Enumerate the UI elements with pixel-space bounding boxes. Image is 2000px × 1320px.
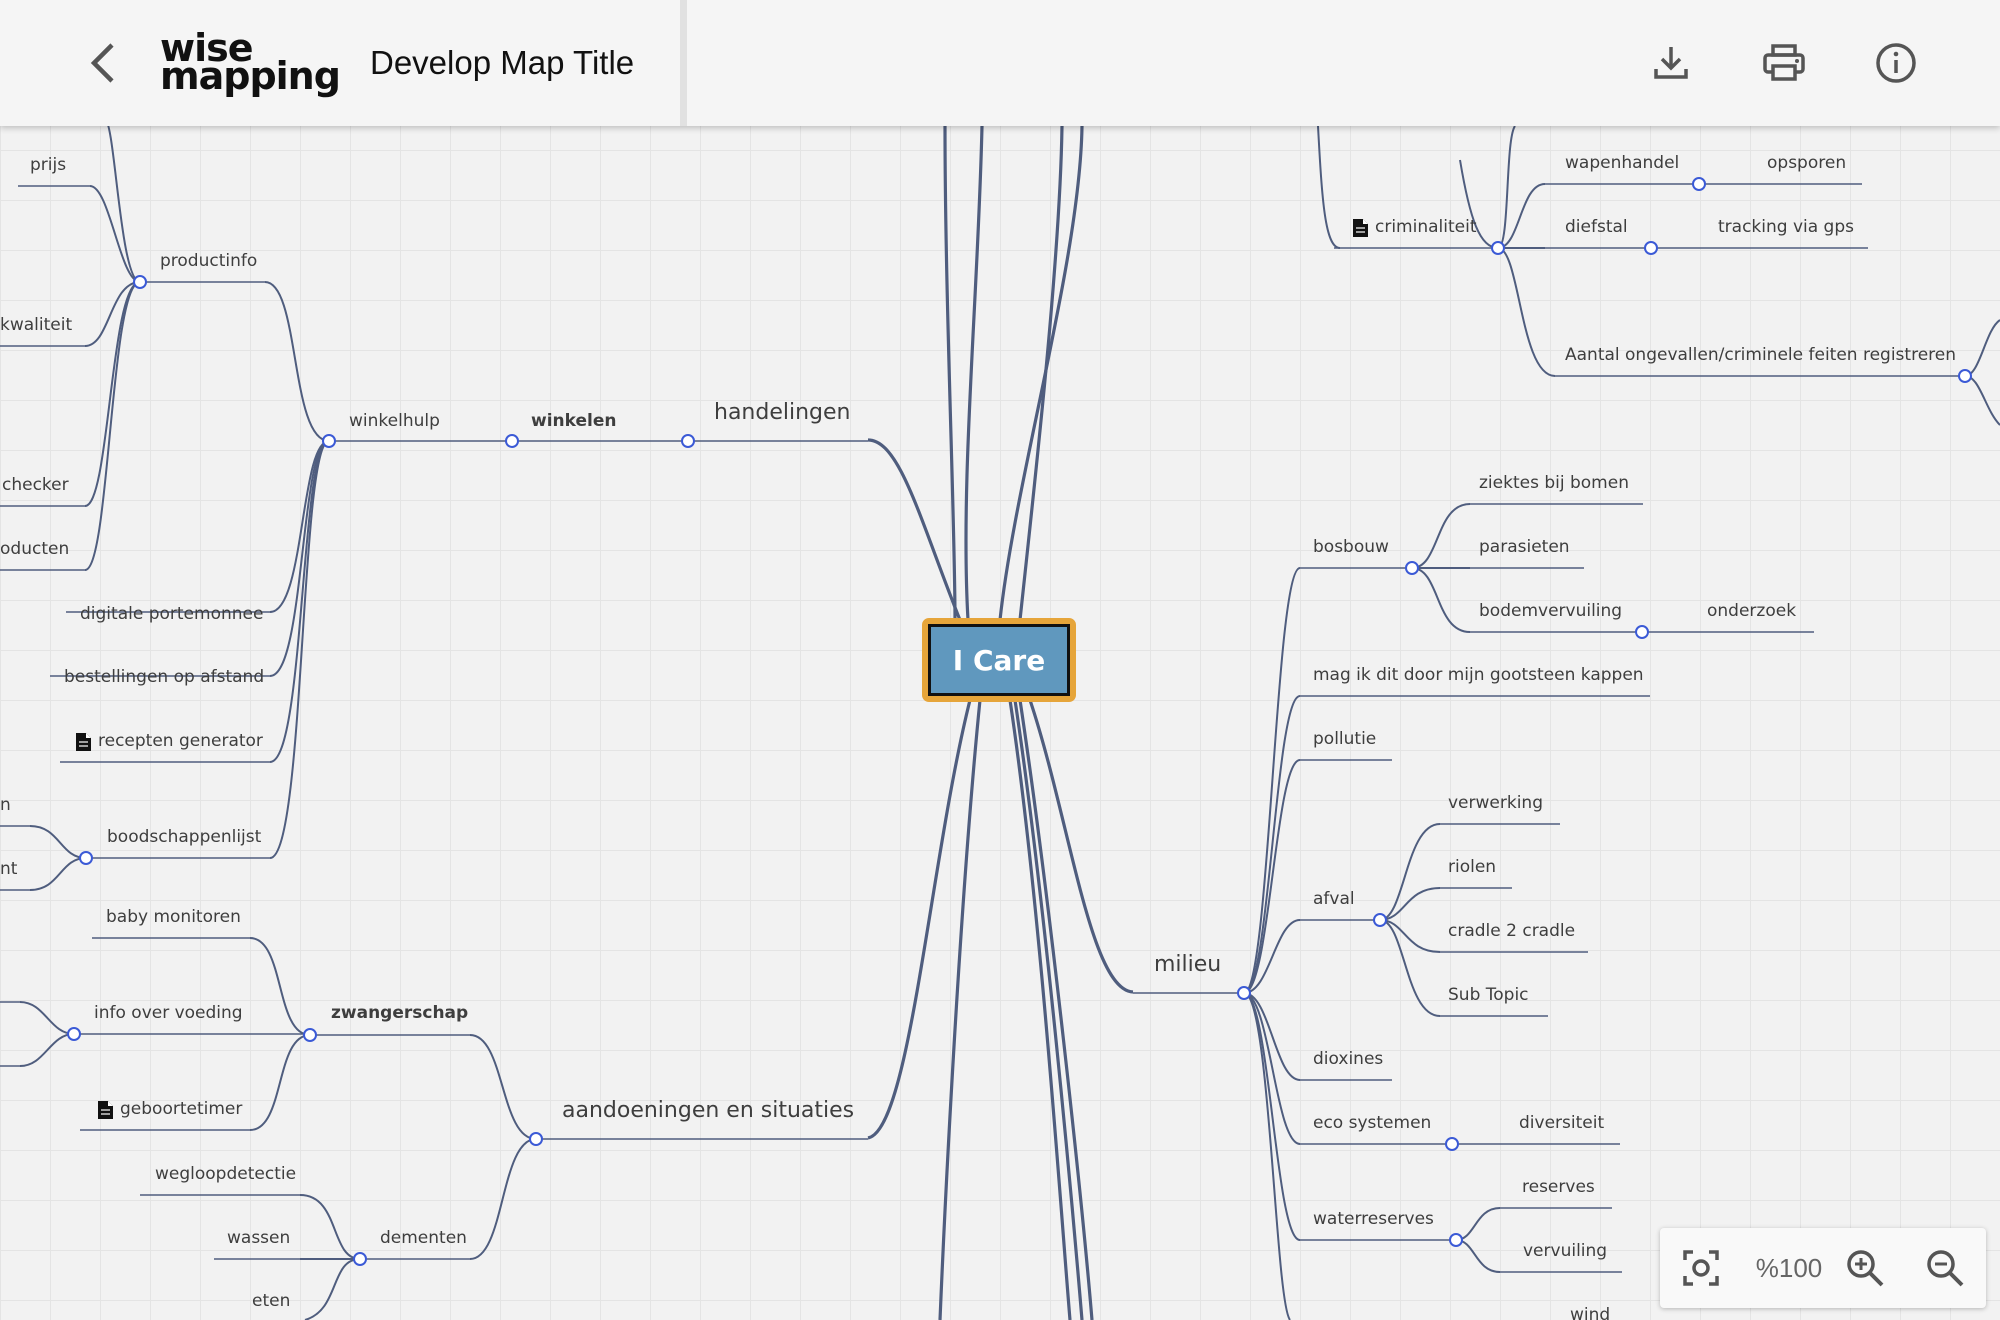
topic-label[interactable]: winkelhulp — [349, 411, 440, 431]
topic-label[interactable]: digitale portemonnee — [80, 604, 263, 624]
topic-label[interactable]: dementen — [380, 1228, 467, 1248]
logo-text-top: wise — [160, 26, 254, 70]
info-button[interactable] — [1871, 38, 1921, 88]
topic-label[interactable]: wegloopdetectie — [155, 1164, 296, 1184]
map-title: Develop Map Title — [370, 44, 635, 81]
topic-label[interactable]: productinfo — [160, 251, 257, 271]
wisemapping-logo[interactable]: wise mapping — [158, 26, 341, 98]
topic-label[interactable]: diefstal — [1565, 217, 1628, 237]
app-header: wise mapping Develop Map Title — [0, 0, 2000, 126]
topic-label[interactable]: zwangerschap — [331, 1003, 468, 1023]
topic-label[interactable]: parasieten — [1479, 537, 1570, 557]
topic-label[interactable]: n — [0, 795, 11, 815]
zoom-controls: %100 — [1660, 1228, 1986, 1308]
main-topic-label[interactable]: milieu — [1154, 952, 1221, 977]
central-topic[interactable]: I Care — [922, 618, 1076, 702]
topic-label[interactable]: oducten — [0, 539, 69, 559]
back-button[interactable] — [78, 38, 128, 88]
zoom-in-button[interactable] — [1840, 1243, 1890, 1293]
fit-to-screen-button[interactable] — [1676, 1243, 1726, 1293]
topic-label[interactable]: tracking via gps — [1718, 217, 1854, 237]
topic-label[interactable]: eco systemen — [1313, 1113, 1431, 1133]
topic-label[interactable]: wind — [1570, 1305, 1610, 1320]
topic-labels: prijs productinfo kwaliteit checker oduc… — [0, 153, 1956, 1320]
topic-label[interactable]: vervuiling — [1523, 1241, 1607, 1261]
topic-label[interactable]: pollutie — [1313, 729, 1376, 749]
topic-label[interactable]: diversiteit — [1519, 1113, 1604, 1133]
info-icon — [1876, 43, 1916, 83]
note-icon — [1353, 219, 1368, 237]
topic-label[interactable]: onderzoek — [1707, 601, 1796, 621]
zoom-out-button[interactable] — [1920, 1243, 1970, 1293]
print-button[interactable] — [1759, 38, 1809, 88]
topic-label[interactable]: winkelen — [531, 411, 616, 431]
note-icon — [98, 1101, 113, 1119]
download-button[interactable] — [1646, 38, 1696, 88]
header-divider — [680, 0, 687, 126]
chevron-left-icon — [90, 43, 114, 83]
topic-label[interactable]: bestellingen op afstand — [64, 667, 264, 687]
topic-label[interactable]: kwaliteit — [0, 315, 72, 335]
main-topic-label[interactable]: aandoeningen en situaties — [562, 1098, 854, 1123]
topic-label[interactable]: mag ik dit door mijn gootsteen kappen — [1313, 665, 1644, 685]
topic-label[interactable]: criminaliteit — [1375, 217, 1477, 237]
download-icon — [1654, 47, 1688, 79]
note-icon — [76, 733, 91, 751]
fit-to-screen-icon — [1683, 1250, 1719, 1286]
topic-label[interactable]: prijs — [30, 155, 66, 175]
topic-label[interactable]: wassen — [227, 1228, 290, 1248]
topic-label[interactable]: verwerking — [1448, 793, 1543, 813]
zoom-in-icon — [1847, 1250, 1884, 1287]
topic-label[interactable]: cradle 2 cradle — [1448, 921, 1575, 941]
topic-label[interactable]: Aantal ongevallen/criminele feiten regis… — [1565, 345, 1956, 365]
topic-label[interactable]: checker — [2, 475, 69, 495]
topic-label[interactable]: info over voeding — [94, 1003, 243, 1023]
topic-label[interactable]: wapenhandel — [1565, 153, 1679, 173]
topic-label[interactable]: bodemvervuiling — [1479, 601, 1622, 621]
topic-label[interactable]: riolen — [1448, 857, 1496, 877]
topic-label[interactable]: waterreserves — [1313, 1209, 1434, 1229]
zoom-level: %100 — [1755, 1253, 1823, 1283]
topic-label[interactable]: afval — [1313, 889, 1355, 909]
topic-label[interactable]: reserves — [1522, 1177, 1595, 1197]
topic-label[interactable]: opsporen — [1767, 153, 1846, 173]
topic-label[interactable]: Sub Topic — [1448, 985, 1529, 1005]
topic-label[interactable]: ziektes bij bomen — [1479, 473, 1629, 493]
topic-label[interactable]: geboortetimer — [120, 1099, 242, 1119]
main-topic-label[interactable]: handelingen — [714, 400, 850, 425]
topic-label[interactable]: bosbouw — [1313, 537, 1389, 557]
zoom-out-icon — [1927, 1250, 1964, 1287]
topic-label[interactable]: dioxines — [1313, 1049, 1383, 1069]
topic-label[interactable]: eten — [252, 1291, 290, 1311]
topic-label[interactable]: boodschappenlijst — [107, 827, 262, 847]
logo-text-bottom: mapping — [160, 54, 341, 98]
topic-label[interactable]: recepten generator — [98, 731, 263, 751]
topic-label[interactable]: nt — [0, 859, 18, 879]
topic-label[interactable]: baby monitoren — [106, 907, 241, 927]
central-topic-label: I Care — [928, 624, 1070, 696]
printer-icon — [1763, 44, 1805, 81]
